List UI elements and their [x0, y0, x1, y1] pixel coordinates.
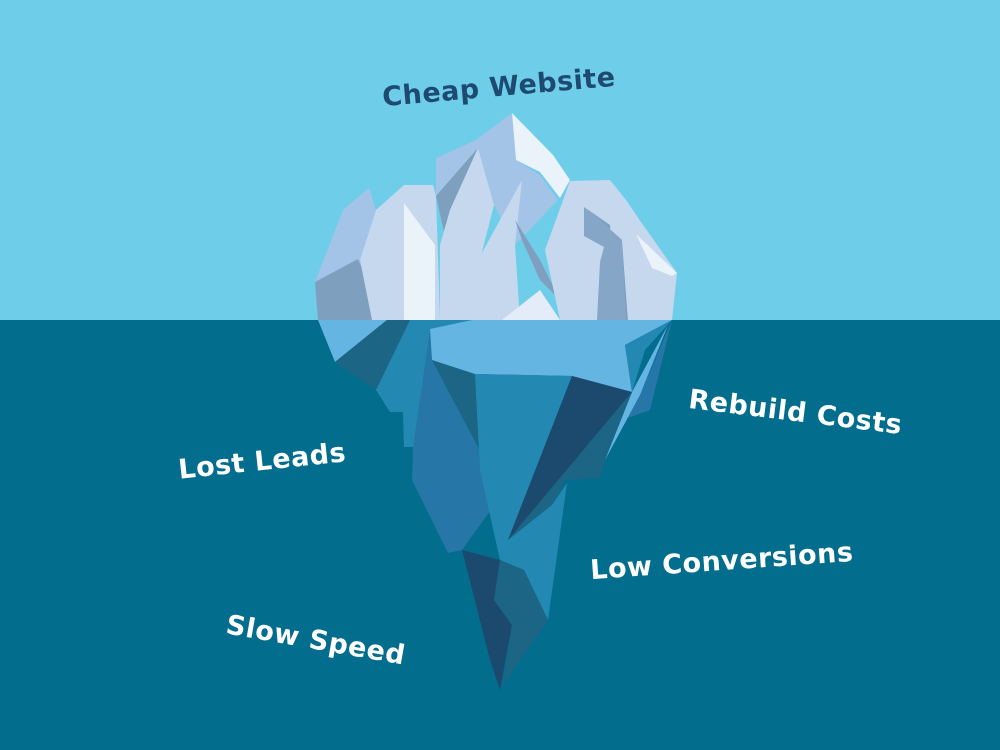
- iceberg-tip: [315, 113, 677, 320]
- iceberg-underwater: [318, 320, 672, 690]
